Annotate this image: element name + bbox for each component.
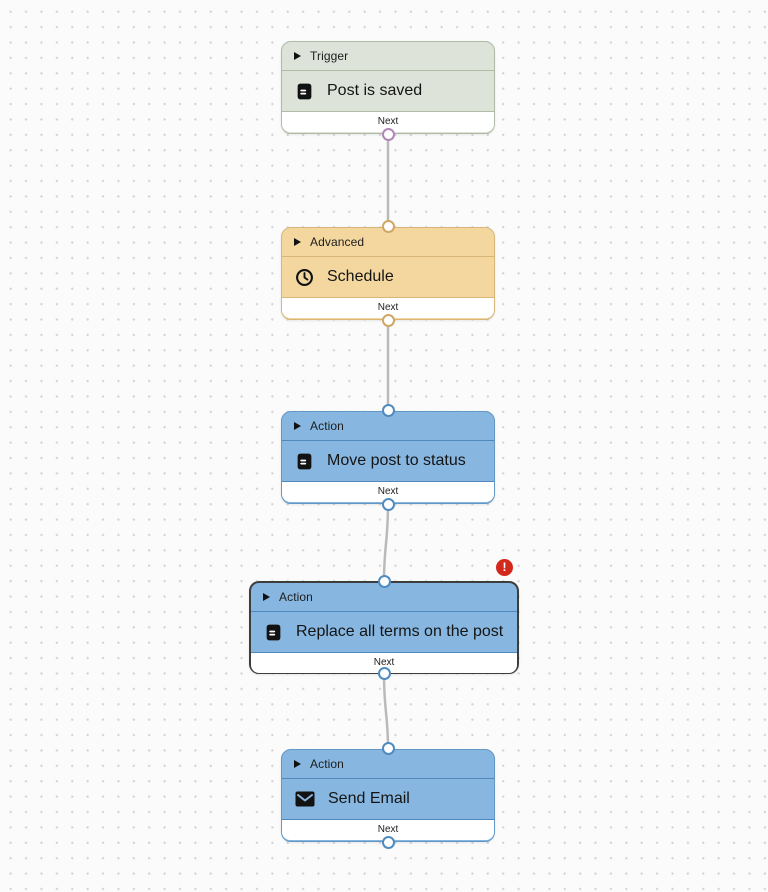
input-port[interactable] [381, 404, 395, 417]
next-output-label: Next [377, 486, 399, 497]
workflow-node-action-send-email[interactable]: Action Send Email Next [281, 742, 495, 849]
node-kind-label: Advanced [310, 235, 365, 249]
collapse-toggle-icon[interactable] [294, 52, 301, 60]
node-kind-label: Action [310, 419, 344, 433]
node-title: Schedule [327, 268, 394, 285]
collapse-toggle-icon[interactable] [294, 760, 301, 768]
workflow-node-trigger-post-is-saved[interactable]: Trigger Post is saved Next [281, 41, 495, 141]
node-title: Post is saved [327, 82, 423, 99]
collapse-toggle-icon[interactable] [263, 593, 270, 601]
workflow-node-advanced-schedule[interactable]: Advanced Schedule Next [281, 220, 495, 327]
document-icon [295, 82, 314, 101]
workflow-node-action-replace-all-terms-on-the-post[interactable]: ! Action Replace all terms on the post N… [249, 559, 519, 680]
node-footer: Next [282, 481, 494, 502]
node-kind-label: Action [310, 757, 344, 771]
next-output-label: Next [377, 824, 399, 835]
input-port[interactable] [381, 742, 395, 755]
node-footer: Next [282, 297, 494, 318]
clock-icon [295, 268, 314, 287]
input-port[interactable] [377, 575, 391, 588]
node-title: Replace all terms on the post [296, 623, 504, 640]
output-port[interactable] [381, 128, 395, 141]
node-footer: Next [282, 819, 494, 840]
node-body[interactable]: Post is saved [282, 71, 494, 111]
output-port[interactable] [381, 314, 395, 327]
collapse-toggle-icon[interactable] [294, 422, 301, 430]
node-header[interactable]: Action [251, 583, 517, 612]
node-header[interactable]: Action [282, 412, 494, 441]
document-icon [264, 623, 283, 642]
edge-connector[interactable] [382, 502, 390, 583]
node-kind-label: Trigger [310, 49, 349, 63]
output-port[interactable] [381, 836, 395, 849]
node-title: Move post to status [327, 452, 466, 469]
node-header[interactable]: Advanced [282, 228, 494, 257]
collapse-toggle-icon[interactable] [294, 238, 301, 246]
error-badge[interactable]: ! [496, 559, 513, 576]
node-kind-label: Action [279, 590, 313, 604]
node-body[interactable]: Schedule [282, 257, 494, 297]
node-footer: Next [251, 652, 517, 673]
node-footer: Next [282, 111, 494, 132]
node-body[interactable]: Send Email [282, 779, 494, 819]
output-port[interactable] [381, 498, 395, 511]
node-body[interactable]: Replace all terms on the post [251, 612, 517, 652]
envelope-icon [295, 791, 315, 807]
node-header[interactable]: Action [282, 750, 494, 779]
document-icon [295, 452, 314, 471]
node-body[interactable]: Move post to status [282, 441, 494, 481]
input-port[interactable] [381, 220, 395, 233]
workflow-node-action-move-post-to-status[interactable]: Action Move post to status Next [281, 404, 495, 511]
output-port[interactable] [377, 667, 391, 680]
next-output-label: Next [377, 302, 399, 313]
edge-connector[interactable] [382, 672, 390, 751]
next-output-label: Next [377, 116, 399, 127]
node-title: Send Email [328, 790, 410, 807]
next-output-label: Next [373, 657, 395, 668]
node-header[interactable]: Trigger [282, 42, 494, 71]
